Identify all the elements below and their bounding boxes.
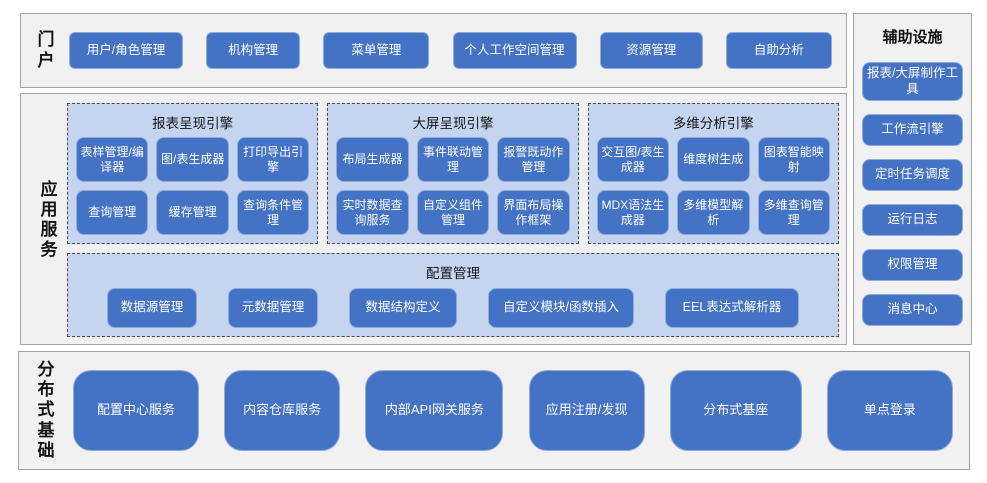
auxiliary-button: 运行日志 [862,204,963,237]
engine-grid: 布局生成器 事件联动管理 报警既动作管理 实时数据查询服务 自定义组件管理 界面… [336,137,570,235]
config-title: 配置管理 [426,266,480,281]
portal-button: 自助分析 [725,32,832,69]
auxiliary-button: 工作流引擎 [862,114,963,147]
portal-button: 机构管理 [206,32,301,69]
portal-button: 用户/角色管理 [69,32,183,69]
portal-button: 菜单管理 [323,32,430,69]
engine-button: 图表智能映射 [757,137,830,182]
engine-button: 交互图/表生成器 [596,137,670,182]
engine-button: 表样管理/编译器 [76,137,149,182]
engine-button: 实时数据查询服务 [336,190,409,235]
engine-button: MDX语法生成器 [596,190,670,235]
foundation-button: 应用注册/发现 [528,370,645,451]
foundation-button-row: 配置中心服务 内容仓库服务 内部API网关服务 应用注册/发现 分布式基座 单点… [73,370,953,451]
config-button: 元数据管理 [228,287,318,328]
auxiliary-button: 权限管理 [862,249,963,282]
config-button: 数据结构定义 [349,287,457,328]
config-button-row: 数据源管理 元数据管理 数据结构定义 自定义模块/函数插入 EEL表达式解析器 [76,287,830,328]
app-services-content: 报表呈现引擎 表样管理/编译器 图/表生成器 打印导出引擎 查询管理 缓存管理 … [67,103,839,337]
engine-title: 大屏呈现引擎 [412,116,494,131]
engine-button: 缓存管理 [156,190,229,235]
auxiliary-title: 辅助设施 [882,29,943,46]
engine-button: 维度树生成 [677,137,750,182]
config-button: 自定义模块/函数插入 [488,287,634,328]
engine-button: 图/表生成器 [156,137,229,182]
engine-button: 打印导出引擎 [236,137,310,182]
engine-title: 报表呈现引擎 [152,116,234,131]
engine-button: 布局生成器 [336,137,409,182]
app-services-section: 应用服务 报表呈现引擎 表样管理/编译器 图/表生成器 打印导出引擎 查询管理 … [20,93,847,345]
portal-section: 门户 用户/角色管理 机构管理 菜单管理 个人工作空间管理 资源管理 自助分析 [20,13,847,88]
engine-grid: 交互图/表生成器 维度树生成 图表智能映射 MDX语法生成器 多维模型解析 多维… [596,137,830,235]
auxiliary-section: 辅助设施 报表/大屏制作工具 工作流引擎 定时任务调度 运行日志 权限管理 消息… [853,13,972,345]
portal-button: 个人工作空间管理 [452,32,577,69]
engine-button: 多维模型解析 [677,190,750,235]
foundation-button: 内容仓库服务 [224,370,341,451]
foundation-section: 分布式基础 配置中心服务 内容仓库服务 内部API网关服务 应用注册/发现 分布… [18,351,970,470]
engine-button: 自定义组件管理 [416,190,490,235]
foundation-button: 内部API网关服务 [365,370,504,451]
app-services-label: 应用服务 [40,179,58,260]
foundation-button: 单点登录 [826,370,953,451]
foundation-label: 分布式基础 [37,360,55,460]
portal-button-row: 用户/角色管理 机构管理 菜单管理 个人工作空间管理 资源管理 自助分析 [69,32,832,69]
engine-button: 报警既动作管理 [497,137,570,182]
engine-panel-report: 报表呈现引擎 表样管理/编译器 图/表生成器 打印导出引擎 查询管理 缓存管理 … [67,103,319,244]
engine-panel-dashboard: 大屏呈现引擎 布局生成器 事件联动管理 报警既动作管理 实时数据查询服务 自定义… [327,103,579,244]
foundation-button: 分布式基座 [669,370,802,451]
engine-button: 事件联动管理 [416,137,490,182]
config-button: 数据源管理 [107,287,197,328]
auxiliary-button: 定时任务调度 [862,159,963,192]
auxiliary-button: 消息中心 [862,294,963,327]
engine-title: 多维分析引擎 [672,116,754,131]
engine-button: 界面布局操作框架 [497,190,570,235]
config-button: EEL表达式解析器 [665,287,799,328]
foundation-button: 配置中心服务 [73,370,199,451]
engine-panel-olap: 多维分析引擎 交互图/表生成器 维度树生成 图表智能映射 MDX语法生成器 多维… [587,103,839,244]
engine-row: 报表呈现引擎 表样管理/编译器 图/表生成器 打印导出引擎 查询管理 缓存管理 … [67,103,839,244]
engine-button: 查询管理 [76,190,149,235]
portal-button: 资源管理 [599,32,703,69]
auxiliary-button: 报表/大屏制作工具 [862,62,963,102]
engine-button: 多维查询管理 [757,190,830,235]
app-services-label-wrap: 应用服务 [31,103,67,337]
config-panel: 配置管理 数据源管理 元数据管理 数据结构定义 自定义模块/函数插入 EEL表达… [67,253,839,337]
engine-button: 查询条件管理 [236,190,310,235]
engine-grid: 表样管理/编译器 图/表生成器 打印导出引擎 查询管理 缓存管理 查询条件管理 [76,137,310,235]
portal-label: 门户 [37,30,55,70]
